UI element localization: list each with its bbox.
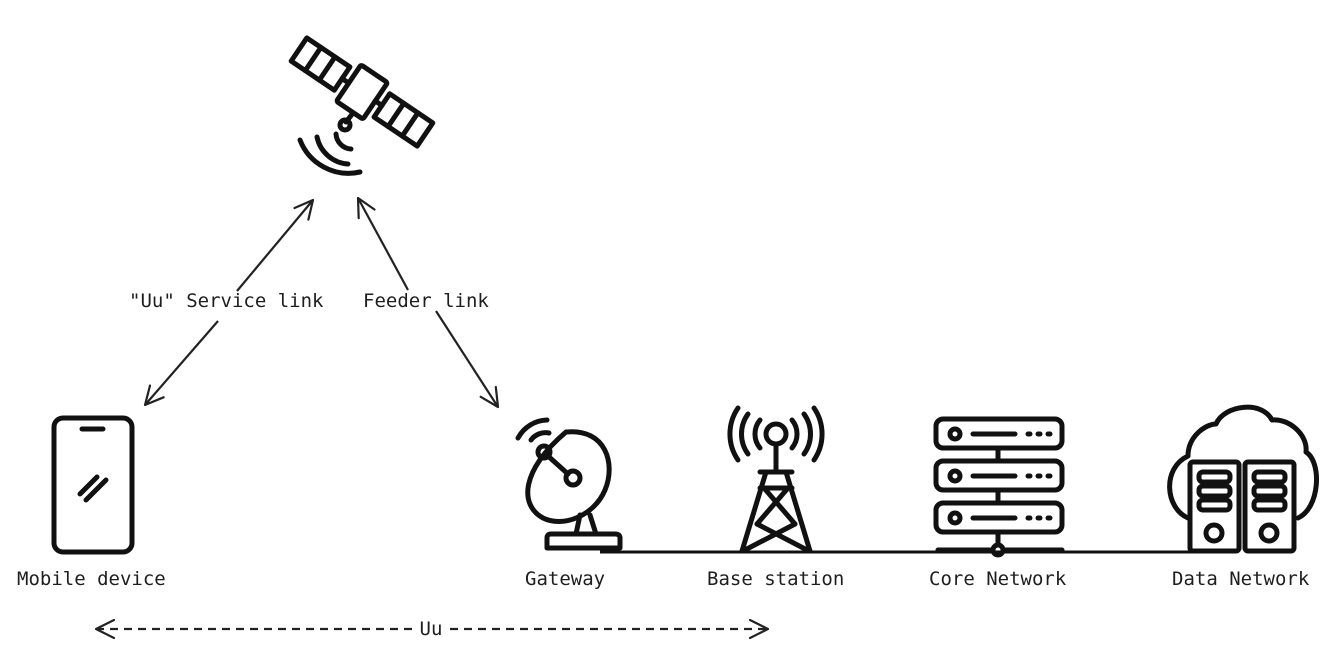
mobile-phone-icon	[51, 415, 135, 555]
data-network-label: Data Network	[1172, 568, 1310, 590]
feeder-link-arrow	[356, 196, 500, 409]
feeder-link-label: Feeder link	[363, 290, 489, 312]
server-rack-icon	[933, 416, 1065, 558]
uu-label: Uu	[420, 618, 443, 640]
satellite-icon	[288, 35, 436, 176]
core-network-label: Core Network	[929, 568, 1067, 590]
gateway-label: Gateway	[525, 568, 605, 590]
satellite-dish-icon	[515, 417, 623, 551]
service-link-label: "Uu" Service link	[129, 290, 324, 312]
cell-tower-icon	[727, 405, 825, 554]
base-station-label: Base station	[707, 568, 844, 590]
cloud-server-icon	[1167, 404, 1319, 554]
service-link-arrow	[143, 198, 315, 407]
mobile-device-label: Mobile device	[17, 568, 166, 590]
